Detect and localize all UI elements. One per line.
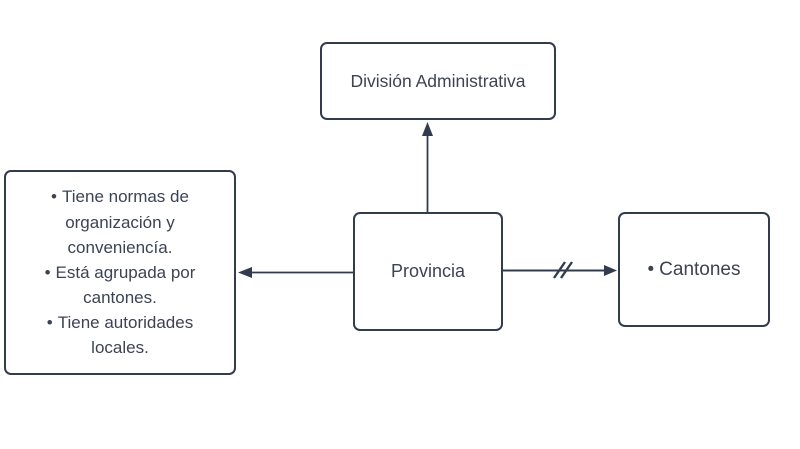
node-provincia: Provincia (353, 212, 503, 331)
detail-item: •Tiene normas de organización y convenie… (19, 184, 221, 259)
detail-item-text: Está agrupada por cantones. (55, 262, 196, 308)
bullet-icon: • (46, 313, 53, 333)
node-provincia-details: •Tiene normas de organización y convenie… (4, 170, 236, 375)
arrowhead-right-icon (604, 265, 617, 276)
detail-item-text: Tiene normas de organización y convenien… (62, 187, 189, 257)
node-division-label: División Administrativa (350, 70, 526, 91)
detail-item: •Está agrupada por cantones. (19, 260, 221, 310)
connector-provincia-details (238, 267, 353, 278)
break-slash-icon (553, 261, 566, 279)
node-division-administrativa: División Administrativa (320, 42, 556, 120)
arrowhead-left-icon (238, 267, 252, 278)
cantones-line: •Cantones (648, 259, 741, 281)
bullet-icon: • (647, 258, 655, 280)
connector-provincia-cantones (503, 261, 617, 279)
bullet-icon: • (44, 262, 51, 282)
node-provincia-label: Provincia (390, 261, 466, 281)
connector-provincia-division (422, 122, 433, 212)
break-slash-icon (560, 261, 573, 279)
bullet-icon: • (51, 187, 57, 207)
detail-item: •Tiene autoridades locales. (19, 310, 221, 360)
node-cantones-label: Cantones (659, 258, 741, 280)
detail-item-text: Tiene autoridades locales. (57, 313, 194, 358)
node-cantones: •Cantones (618, 212, 770, 327)
arrowhead-up-icon (422, 122, 433, 136)
